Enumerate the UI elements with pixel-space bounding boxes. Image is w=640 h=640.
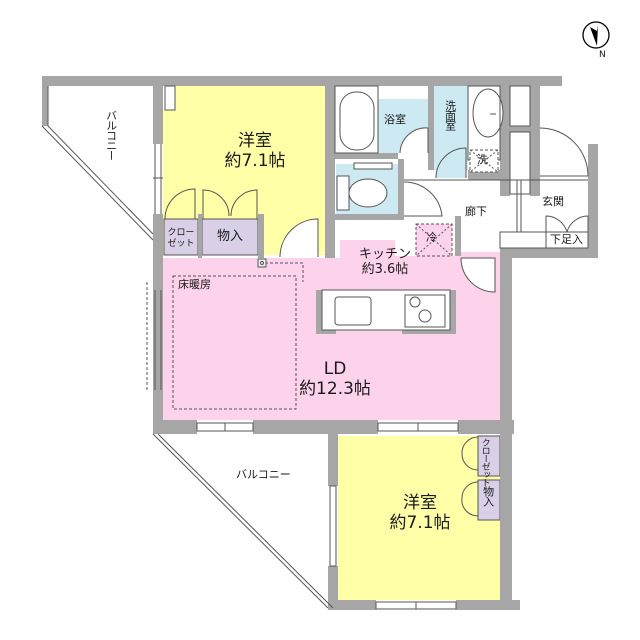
- entrance-label: 玄関: [542, 195, 564, 208]
- washer-label: 洗: [477, 153, 488, 166]
- closet-1-box: [163, 218, 199, 256]
- hallway-label: 廊下: [465, 205, 487, 218]
- western-room-2-label: 洋室 約7.1帖: [389, 493, 451, 533]
- closet-2-label: クローゼット: [479, 438, 490, 486]
- western-room-1-size: 約7.1帖: [224, 150, 286, 171]
- storage-2-label: 物入: [481, 486, 495, 506]
- western-room-1-name: 洋室: [238, 131, 272, 151]
- closet-1-label: クロー ゼット: [167, 228, 195, 249]
- shoe-storage-label: 下足入: [550, 233, 583, 246]
- ld-label: LD 約12.3帖: [299, 359, 371, 399]
- north-arrow-icon: [582, 21, 610, 49]
- bathroom-label: 浴室: [384, 113, 406, 126]
- walls: [42, 76, 598, 610]
- fridge-label: 冷: [426, 231, 437, 244]
- compass-north-label: N: [599, 50, 606, 60]
- floor-heating-label: 床暖房: [178, 278, 211, 291]
- storage-1-label: 物入: [216, 229, 243, 244]
- washroom-label: 洗面室: [443, 100, 457, 130]
- balcony-top-label: バルコニー: [104, 110, 118, 160]
- western-room-2-floor: [338, 436, 500, 600]
- outlines: [41, 85, 589, 610]
- kitchen-label: キッチン 約3.6帖: [358, 247, 411, 277]
- western-room-1-label: 洋室 約7.1帖: [205, 131, 305, 171]
- balcony-bottom-label: バルコニー: [236, 468, 291, 481]
